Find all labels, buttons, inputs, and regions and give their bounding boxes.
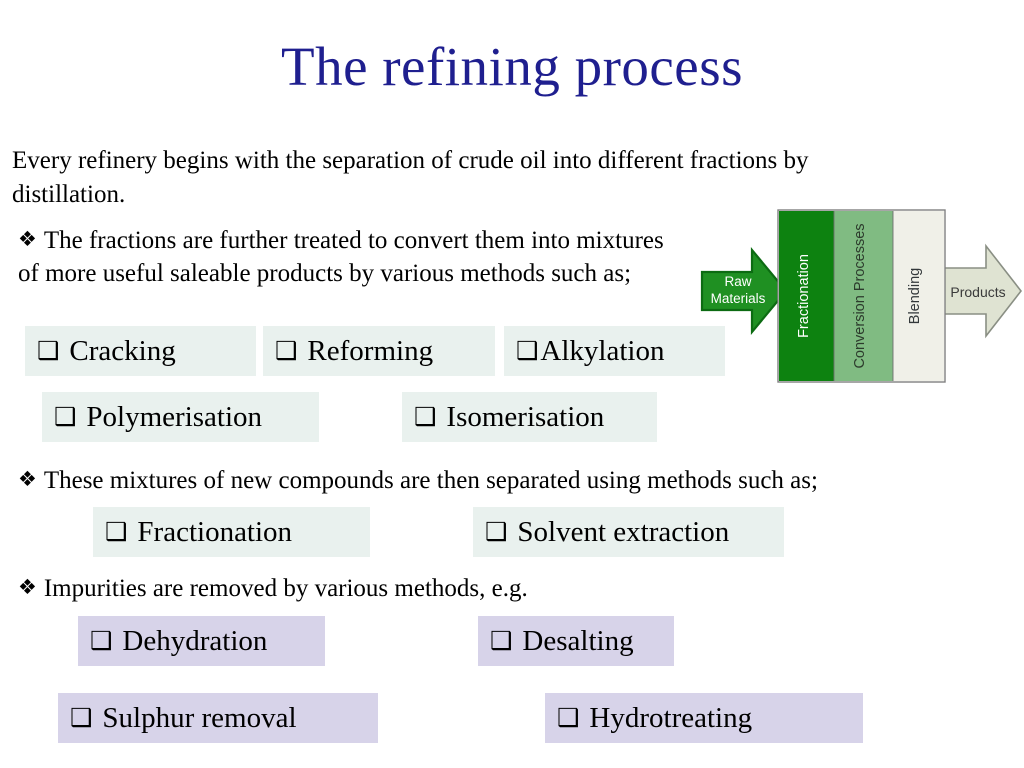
bullet-separation-intro: ❖These mixtures of new compounds are the… [18,464,968,497]
option-label: Dehydration [122,624,268,657]
option-label: Hydrotreating [589,701,753,734]
checkbox-icon: ❑ [105,516,128,546]
option-label: Cracking [69,334,176,367]
stage-label: Fractionation [796,254,812,338]
raw-materials-arrow-icon: Raw Materials [700,246,788,336]
option-fractionation[interactable]: ❑ Fractionation [93,507,370,557]
option-label: Reforming [307,334,434,367]
stage-label: Blending [907,268,923,324]
option-label: Alkylation [540,334,665,367]
option-solvent-extraction[interactable]: ❑ Solvent extraction [473,507,784,557]
checkbox-icon: ❑ [70,702,93,732]
stage-label: Conversion Processes [852,223,868,368]
option-sulphur-removal[interactable]: ❑ Sulphur removal [58,693,378,743]
option-reforming[interactable]: ❑ Reforming [263,326,495,376]
checkbox-icon: ❑ [557,702,580,732]
products-label: Products [950,284,1005,300]
bullet-text: The fractions are further treated to con… [18,227,664,287]
checkbox-icon: ❑ [414,401,437,431]
stage-conversion-processes: Conversion Processes [834,211,893,381]
checkbox-icon: ❑ [485,516,508,546]
intro-paragraph: Every refinery begins with the separatio… [12,147,809,208]
stage-fractionation: Fractionation [779,211,834,381]
bullet-impurities-intro: ❖Impurities are removed by various metho… [18,572,718,605]
checkbox-icon: ❑ [516,335,539,365]
checkbox-icon: ❑ [275,335,298,365]
diamond-bullet-icon: ❖ [18,575,37,599]
checkbox-icon: ❑ [90,625,113,655]
option-label: Desalting [522,624,634,657]
page-title: The refining process [280,36,744,97]
option-alkylation[interactable]: ❑ Alkylation [504,326,725,376]
raw-materials-line1: Raw [724,274,751,289]
option-cracking[interactable]: ❑ Cracking [25,326,256,376]
checkbox-icon: ❑ [490,625,513,655]
option-label: Fractionation [137,515,293,548]
stage-blending: Blending [893,211,944,381]
option-hydrotreating[interactable]: ❑ Hydrotreating [545,693,863,743]
bullet-text: Impurities are removed by various method… [43,575,528,602]
option-label: Polymerisation [86,400,263,433]
option-label: Isomerisation [446,400,605,433]
diamond-bullet-icon: ❖ [18,467,37,491]
products-arrow-icon: Products [936,243,1023,339]
option-label: Solvent extraction [517,515,730,548]
bullet-conversion-intro: ❖The fractions are further treated to co… [18,224,678,290]
option-label: Sulphur removal [102,701,297,734]
option-isomerisation[interactable]: ❑ Isomerisation [402,392,657,442]
option-desalting[interactable]: ❑ Desalting [478,616,674,666]
diamond-bullet-icon: ❖ [18,227,37,251]
refining-process-diagram: Raw Materials Products Fractionation Con… [690,196,1024,396]
option-polymerisation[interactable]: ❑ Polymerisation [42,392,319,442]
raw-materials-line2: Materials [711,291,766,306]
checkbox-icon: ❑ [54,401,77,431]
bullet-text: These mixtures of new compounds are then… [43,467,818,494]
option-dehydration[interactable]: ❑ Dehydration [78,616,325,666]
checkbox-icon: ❑ [37,335,60,365]
